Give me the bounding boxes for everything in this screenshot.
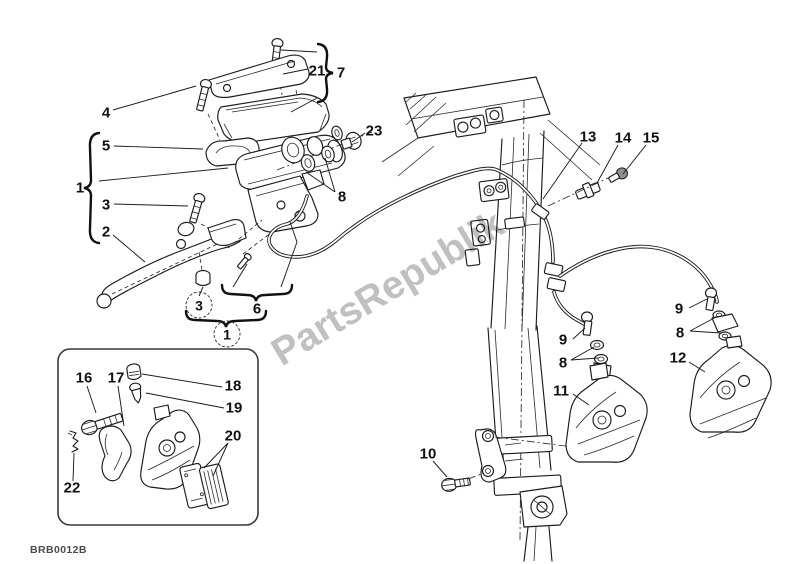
- caliper-detail-box: [57, 348, 259, 526]
- front-fork: [464, 99, 582, 562]
- callout-ref-1-circled: 1: [213, 320, 241, 348]
- brake-caliper-right: [689, 335, 772, 439]
- callout-15: 15: [642, 129, 660, 147]
- clamp-bolt-upper: [196, 78, 212, 112]
- reservoir-body: [217, 93, 330, 143]
- callout-11: 11: [553, 382, 569, 400]
- callout-23: 23: [365, 122, 383, 140]
- callout-13: 13: [579, 128, 597, 146]
- drawing-code: BRB0012B: [30, 544, 87, 556]
- callout-10: 10: [419, 445, 437, 463]
- callout-18: 18: [224, 377, 242, 395]
- right-banjo-parts: [704, 287, 739, 348]
- bleed-valve-cap: [126, 363, 142, 381]
- callout-22: 22: [63, 479, 81, 497]
- caliper-bracket: [98, 425, 132, 482]
- callout-17: 17: [107, 369, 125, 387]
- callout-2: 2: [101, 223, 111, 241]
- callout-1: 1: [75, 179, 85, 197]
- callout-16: 16: [75, 369, 93, 387]
- callout-ref-3-circled: 3: [185, 291, 213, 319]
- brake-caliper-left: [565, 362, 648, 463]
- reservoir-cap: [208, 54, 310, 99]
- caliper-bolt: [441, 477, 471, 492]
- pivot-nut: [195, 251, 211, 287]
- joint-screw: [608, 167, 628, 183]
- pad-spring-clip: [69, 430, 79, 453]
- callout-21: 21: [308, 62, 326, 80]
- callout-3: 3: [101, 196, 111, 214]
- callout-8-left: 8: [558, 354, 568, 372]
- callout-12: 12: [669, 349, 687, 367]
- hose-joint: [575, 182, 601, 200]
- callout-5: 5: [101, 137, 111, 155]
- callout-8-master: 8: [337, 188, 347, 206]
- steering-head: [381, 76, 601, 181]
- brake-lever: [96, 219, 247, 309]
- clamp-bolt-lower: [189, 193, 206, 224]
- callout-9-right: 9: [674, 300, 684, 318]
- callout-4: 4: [101, 104, 111, 122]
- callout-14: 14: [614, 129, 632, 147]
- bleed-valve: [129, 382, 142, 404]
- callout-7: 7: [336, 64, 346, 82]
- callout-20: 20: [224, 427, 242, 445]
- callout-6: 6: [252, 300, 262, 318]
- callout-8-right: 8: [675, 324, 685, 342]
- callout-9-left: 9: [558, 331, 568, 349]
- callout-19: 19: [225, 399, 243, 417]
- brake-pads: [179, 462, 229, 510]
- lever-screw: [237, 253, 252, 270]
- leader-lines: [72, 49, 722, 482]
